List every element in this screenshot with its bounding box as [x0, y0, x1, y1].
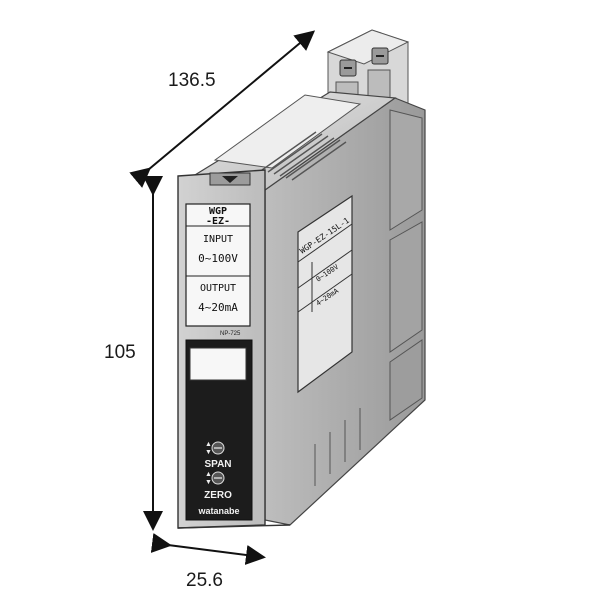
height-dimension-label: 105: [104, 342, 136, 363]
zero-adjuster[interactable]: ▲ ▼: [205, 471, 225, 486]
input-title: INPUT: [203, 234, 233, 245]
blank-label-window: [189, 347, 247, 381]
width-dimension-label: 25.6: [186, 570, 223, 591]
part-number-label: NP-725: [220, 331, 241, 337]
top-cover-plate: [213, 94, 362, 169]
output-title: OUTPUT: [200, 283, 236, 294]
zero-down-arrow-icon: ▼: [205, 479, 212, 486]
front-label-card: WGP -EZ- INPUT 0~100V OUTPUT 4~20mA: [185, 203, 251, 327]
model-name-line1: WGP: [209, 206, 227, 217]
depth-dimension-line: [129, 30, 316, 188]
dimension-lines: [129, 30, 316, 565]
output-value: 4~20mA: [198, 301, 238, 314]
input-value: 0~100V: [198, 252, 238, 265]
zero-up-arrow-icon: ▲: [205, 471, 212, 478]
zero-label: ZERO: [204, 490, 232, 501]
width-dimension-line: [150, 533, 266, 565]
model-name-line2: -EZ-: [206, 216, 230, 227]
span-label: SPAN: [204, 459, 231, 470]
top-vent-slots: [261, 131, 347, 181]
span-down-arrow-icon: ▼: [205, 449, 212, 456]
span-up-arrow-icon: ▲: [205, 441, 212, 448]
depth-dimension-label: 136.5: [168, 70, 216, 91]
front-control-panel: [185, 339, 253, 521]
side-label-plate: WGP-EZ-15L-1 0~100V 4~20mA: [297, 194, 353, 394]
span-adjuster[interactable]: ▲ ▼: [205, 441, 225, 456]
side-ribs: [314, 109, 423, 486]
brand-logo: watanabe: [197, 506, 239, 516]
